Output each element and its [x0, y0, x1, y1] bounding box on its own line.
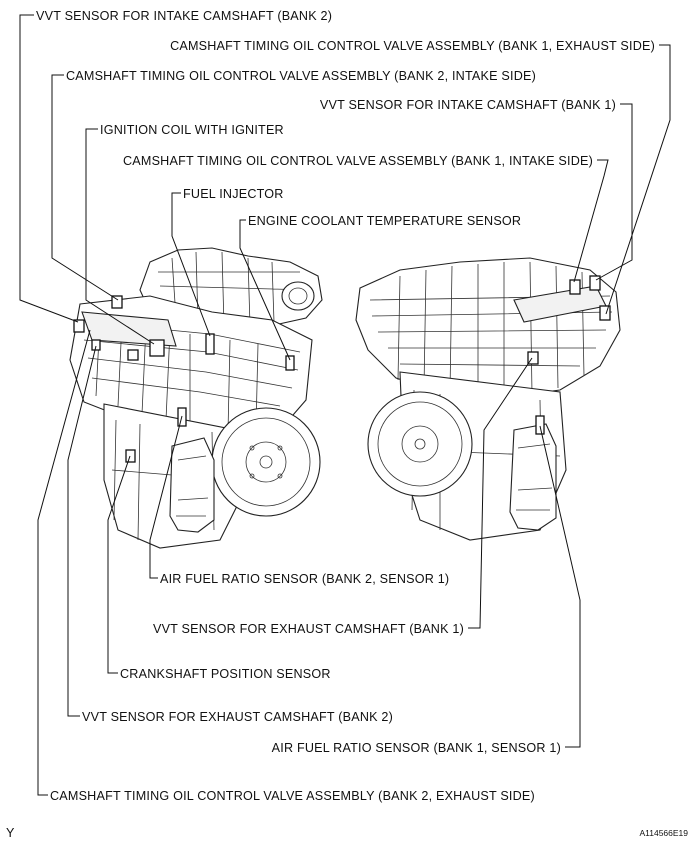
callout-labels: VVT SENSOR FOR INTAKE CAMSHAFT (BANK 2) …	[36, 9, 655, 803]
label-af-sensor-bank1: AIR FUEL RATIO SENSOR (BANK 1, SENSOR 1)	[272, 741, 561, 755]
label-ocv-bank2-intake: CAMSHAFT TIMING OIL CONTROL VALVE ASSEMB…	[66, 69, 536, 83]
vvt-intake-b2-part	[73, 319, 85, 333]
label-ocv-bank2-exhaust: CAMSHAFT TIMING OIL CONTROL VALVE ASSEMB…	[50, 789, 535, 803]
label-ocv-bank1-exhaust: CAMSHAFT TIMING OIL CONTROL VALVE ASSEMB…	[170, 39, 655, 53]
label-vvt-exhaust-bank2: VVT SENSOR FOR EXHAUST CAMSHAFT (BANK 2)	[82, 710, 393, 724]
leader-lines	[19, 14, 671, 796]
figure-id: A114566E19	[639, 828, 688, 838]
label-af-sensor-bank2: AIR FUEL RATIO SENSOR (BANK 2, SENSOR 1)	[160, 572, 449, 586]
label-ect-sensor: ENGINE COOLANT TEMPERATURE SENSOR	[248, 214, 521, 228]
left-engine-illustration	[69, 247, 323, 549]
label-vvt-intake-bank1: VVT SENSOR FOR INTAKE CAMSHAFT (BANK 1)	[320, 98, 616, 112]
right-engine-illustration	[355, 257, 621, 541]
label-fuel-injector: FUEL INJECTOR	[183, 187, 284, 201]
corner-mark: Y	[6, 826, 15, 840]
label-vvt-exhaust-bank1: VVT SENSOR FOR EXHAUST CAMSHAFT (BANK 1)	[153, 622, 464, 636]
label-ocv-bank1-intake: CAMSHAFT TIMING OIL CONTROL VALVE ASSEMB…	[123, 154, 593, 168]
label-ignition-coil: IGNITION COIL WITH IGNITER	[100, 123, 284, 137]
label-vvt-intake-bank2: VVT SENSOR FOR INTAKE CAMSHAFT (BANK 2)	[36, 9, 332, 23]
label-crankshaft-position-sensor: CRANKSHAFT POSITION SENSOR	[120, 667, 331, 681]
